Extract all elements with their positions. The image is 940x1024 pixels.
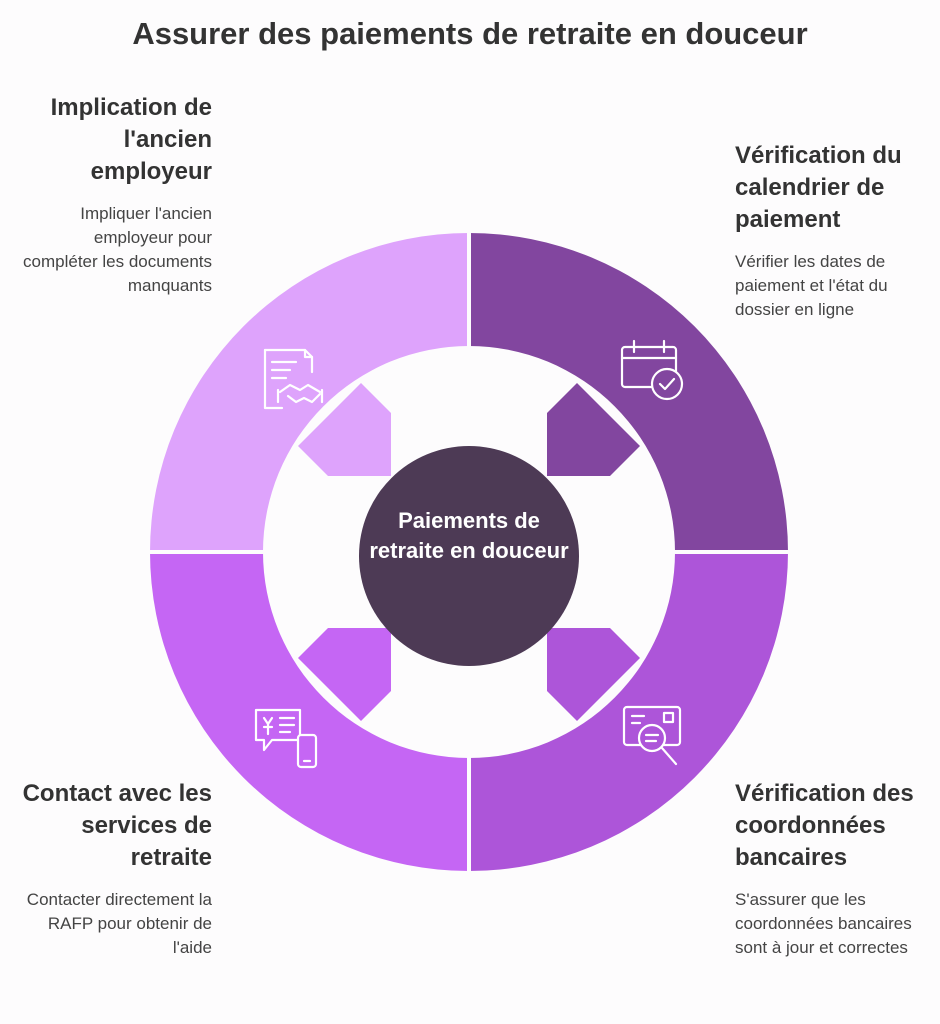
center-label: Paiements de retraite en douceur (369, 508, 569, 563)
segment-bottom-right (469, 552, 788, 871)
segment-top-left (150, 233, 469, 552)
quadrant-description: S'assurer que les coordonnées bancaires … (735, 890, 912, 957)
arrow-bottom-right (547, 628, 640, 721)
quadrant-bottom-right: Vérification des coordonnées bancaires S… (735, 778, 930, 960)
quadrant-top-right: Vérification du calendrier de paiement V… (735, 140, 925, 322)
quadrant-heading: Vérification du calendrier de paiement (735, 142, 902, 233)
page-title: Assurer des paiements de retraite en dou… (132, 16, 808, 51)
arrow-bottom-left (298, 628, 391, 721)
quadrant-description: Vérifier les dates de paiement et l'état… (735, 252, 888, 319)
quadrant-description: Contacter directement la RAFP pour obten… (26, 890, 212, 957)
segment-bottom-left (150, 552, 469, 871)
handshake-document-icon (263, 348, 324, 410)
calendar-check-icon (620, 339, 684, 401)
card-search-icon (622, 705, 682, 766)
center-circle (359, 446, 579, 666)
quadrant-heading: Vérification des coordonnées bancaires (735, 780, 914, 871)
chat-phone-icon (254, 708, 318, 769)
quadrant-top-left: Implication de l'ancien employeur Impliq… (20, 92, 212, 298)
arrow-top-right (547, 383, 640, 476)
segment-top-right (469, 233, 788, 552)
quadrant-heading: Contact avec les services de retraite (22, 780, 212, 871)
quadrant-description: Impliquer l'ancien employeur pour complé… (23, 204, 212, 295)
quadrant-bottom-left: Contact avec les services de retraite Co… (20, 778, 212, 960)
quadrant-heading: Implication de l'ancien employeur (50, 94, 212, 185)
arrow-top-left (298, 383, 391, 476)
